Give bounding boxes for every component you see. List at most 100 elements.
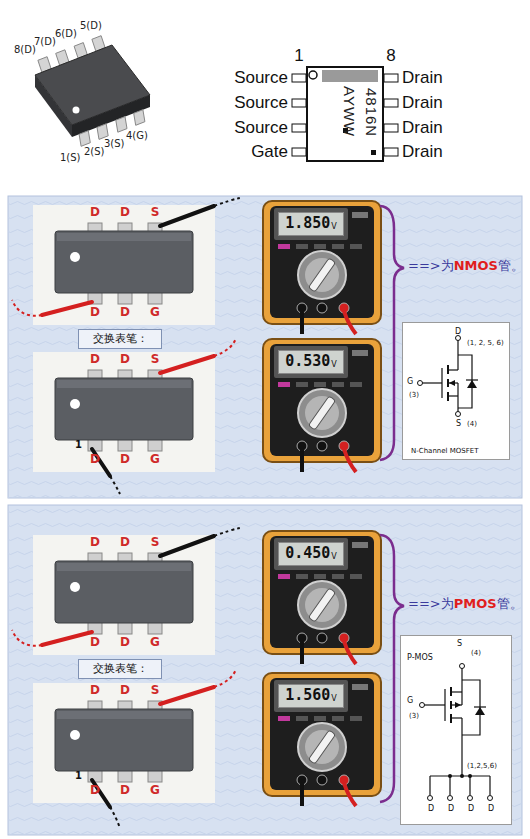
- multimeter: [263, 201, 381, 324]
- node-text: 交换表笔：: [93, 333, 148, 346]
- wire: [457, 396, 458, 412]
- junction-dot: [460, 774, 464, 778]
- pin1-marker: 1: [75, 439, 82, 451]
- meter-lead: [300, 783, 304, 806]
- multimeter: [263, 673, 381, 796]
- multimeter: [263, 531, 381, 654]
- body-diode-wire: [458, 355, 472, 408]
- chip-pin-label: D: [90, 684, 100, 698]
- black-probe: [160, 536, 214, 556]
- terminal: [448, 796, 453, 801]
- chip-photo: [33, 205, 215, 325]
- chip-photo: [33, 535, 215, 655]
- pinout-pin: [384, 74, 398, 82]
- pin-name: Drain: [402, 93, 443, 113]
- node-text: 0.530: [285, 353, 330, 370]
- node-text: D: [428, 804, 434, 813]
- node-text: 交换表笔：: [93, 663, 148, 676]
- terminal: [428, 796, 433, 801]
- red-probe: [160, 356, 214, 373]
- result-arrow: ==>为: [408, 597, 454, 612]
- chip-pin-label: S: [151, 536, 160, 550]
- pinout-body-fill: [306, 66, 384, 162]
- meter-lead: [344, 641, 356, 664]
- wire: [469, 776, 470, 795]
- black-probe: [160, 206, 214, 226]
- node-text: G: [407, 377, 413, 386]
- symbol-panel-fill: [400, 635, 512, 825]
- node-text: 1.850: [285, 215, 330, 232]
- node-text: V: [331, 360, 336, 369]
- chip-pin-label: D: [90, 784, 100, 798]
- arrow-head: [455, 702, 461, 708]
- node-text: (4): [467, 420, 477, 428]
- chip-pin-label: S: [151, 353, 160, 367]
- pmos-symbol-panel: S(4)P-MOSG(3)(1,2,5,6)DDDD: [400, 635, 512, 825]
- pin-name: Source: [234, 68, 288, 88]
- panel-background: [8, 505, 522, 835]
- node-text: (3): [409, 391, 419, 399]
- pin-name: Source: [234, 118, 288, 138]
- node-text: (3): [409, 712, 419, 720]
- node-text: S: [457, 639, 462, 648]
- chip-pin-label: D: [90, 453, 100, 467]
- wire: [422, 382, 442, 383]
- chip-pin-label: D: [120, 353, 130, 367]
- node-text: S: [456, 419, 461, 428]
- node-text: V: [331, 222, 336, 231]
- arrow-head: [449, 380, 455, 386]
- wire: [449, 776, 450, 795]
- pin-label: 5(D): [80, 20, 102, 32]
- wire: [451, 691, 462, 692]
- chip-marking-body: 4816NAYWW: [306, 66, 384, 162]
- nmos-symbol: [422, 340, 478, 412]
- chip-photo: [33, 352, 215, 472]
- result-suffix: 管。: [498, 259, 524, 274]
- chip-pin-label: D: [90, 353, 100, 367]
- pin-name: Source: [234, 93, 288, 113]
- terminal: [456, 336, 461, 341]
- chip-pin-label: G: [150, 784, 160, 798]
- diode-triangle: [475, 707, 485, 715]
- chip-pin-label: D: [120, 536, 130, 550]
- pinout-pin: [292, 148, 306, 156]
- terminal: [460, 664, 465, 669]
- channel: [450, 687, 452, 696]
- wire: [448, 395, 458, 396]
- multimeter-display: 1.560V: [278, 684, 344, 708]
- probe-wire: [110, 807, 120, 828]
- red-probe: [42, 302, 92, 315]
- junction-dot: [448, 774, 452, 778]
- pinout-pin: [292, 74, 306, 82]
- swap-probes-box: 交换表笔：: [78, 659, 162, 679]
- pinout-pin: [384, 99, 398, 107]
- symbol-panel-fill: [402, 322, 510, 460]
- node-text: D: [448, 804, 454, 813]
- chip-pin-label: D: [120, 306, 130, 320]
- pin-name: Drain: [402, 68, 443, 88]
- pin1-dot: [73, 107, 80, 114]
- pin-label: 6(D): [55, 28, 77, 40]
- probe-wire: [12, 300, 42, 316]
- pin-label: 7(D): [34, 36, 56, 48]
- chip-pin-label: D: [90, 306, 100, 320]
- pin1-marker: 1: [75, 770, 82, 782]
- node-text: (1, 2, 5, 6): [467, 339, 504, 347]
- pin-label: 4(G): [126, 130, 148, 142]
- node-text: (4): [471, 649, 481, 657]
- chip-pin-label: G: [150, 636, 160, 650]
- chip-pin-label: D: [90, 536, 100, 550]
- probe-wire: [214, 528, 240, 536]
- chip-pin: [97, 124, 108, 140]
- chip-side-face: [35, 75, 72, 137]
- node-text: G: [407, 696, 413, 705]
- curly-bracket: [380, 206, 404, 460]
- multimeter-display: 1.850V: [278, 212, 344, 236]
- chip-pin-label: D: [120, 684, 130, 698]
- diode-triangle: [467, 380, 477, 388]
- meter-lead: [344, 311, 356, 334]
- terminal: [418, 381, 423, 386]
